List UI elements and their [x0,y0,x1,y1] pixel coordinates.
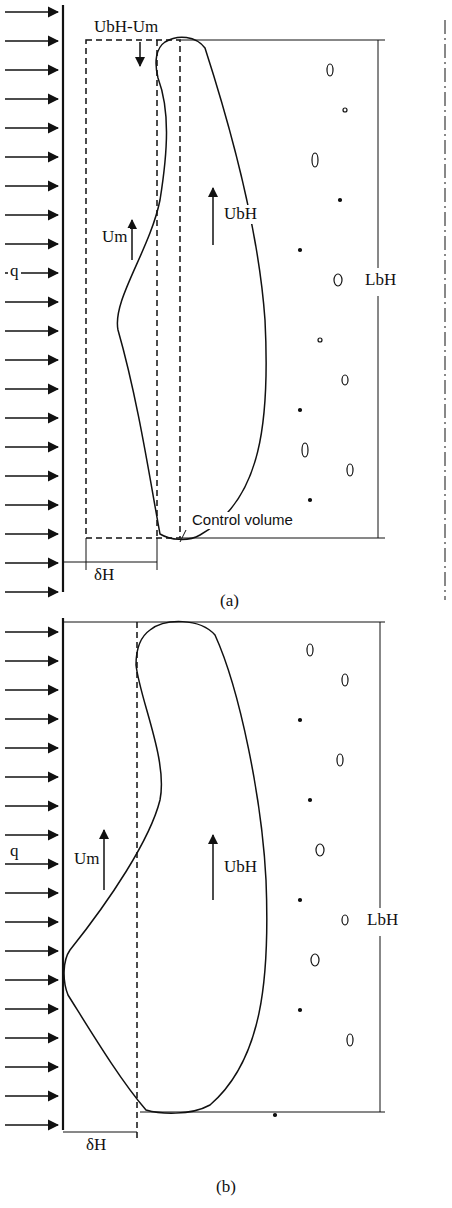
heat-flux-arrow [5,40,58,42]
velocity-label: UbH-Um [92,18,160,37]
bubble-outline [64,622,267,1114]
heat-flux-arrow [5,863,58,865]
heat-flux-arrow [5,301,58,303]
small-bubble [311,954,319,966]
heat-flux-arrow [5,446,58,448]
small-bubble [299,249,302,252]
leader-line [180,530,186,542]
callout-label: Control volume [190,512,295,529]
heat-flux-arrow [5,1124,58,1126]
heat-flux-arrow [5,359,58,361]
velocity-label: Um [100,228,130,247]
dimension-label: δH [92,566,116,585]
heat-flux-arrow [5,1095,58,1097]
small-bubble [299,1009,302,1012]
small-bubble [309,499,312,502]
heat-flux-arrow [5,834,58,836]
heat-flux-arrow [5,475,58,477]
velocity-label: Um [72,850,102,869]
heat-flux-arrow [5,504,58,506]
heat-flux-arrow [5,1066,58,1068]
small-bubble [299,409,302,412]
panel-label: (a) [218,592,241,611]
panel-label: (b) [214,1178,238,1197]
heat-flux-arrow [5,69,58,71]
small-bubble [342,915,348,925]
small-bubble [347,1034,353,1046]
heat-flux-arrow [5,156,58,158]
small-bubble [274,1114,277,1117]
heat-flux-arrow [5,214,58,216]
small-bubble [327,64,333,76]
dimension-label: LbH [365,911,400,930]
small-bubble [307,644,313,656]
heat-flux-arrow [5,660,58,662]
heat-flux-arrow [5,892,58,894]
heat-flux-arrow [5,533,58,535]
heat-flux-arrow [5,127,58,129]
heat-flux-label: q [8,842,21,861]
small-bubble [299,899,302,902]
small-bubble [347,464,353,476]
heat-flux-arrow [5,330,58,332]
heat-flux-arrow [5,417,58,419]
heat-flux-arrow [5,776,58,778]
dimension-label: LbH [363,271,398,290]
small-bubble [312,153,318,167]
small-bubble [337,754,343,766]
bubble-outline [117,37,266,539]
heat-flux-arrow [5,185,58,187]
heat-flux-arrow [5,388,58,390]
small-bubble [318,338,322,342]
heat-flux-arrow [5,1008,58,1010]
small-bubble [309,799,312,802]
heat-flux-arrow [5,747,58,749]
heat-flux-arrow [5,243,58,245]
small-bubble [316,844,324,856]
heat-flux-arrow [5,805,58,807]
heat-flux-arrow [5,631,58,633]
small-bubble [334,274,342,286]
heat-flux-arrow [5,98,58,100]
velocity-label: UbH [222,858,259,877]
heat-flux-arrow [5,921,58,923]
heat-flux-arrow [5,11,58,13]
small-bubble [302,443,308,457]
small-bubble [299,719,302,722]
small-bubble [343,108,347,112]
small-bubble [342,674,348,686]
dimension-label: δH [84,1136,108,1155]
heat-flux-arrow [5,979,58,981]
heat-flux-arrow [5,591,58,593]
wall [62,5,64,592]
velocity-label: UbH [222,205,259,224]
heat-flux-arrow [5,950,58,952]
small-bubble [339,199,342,202]
small-bubble [342,375,348,385]
heat-flux-arrow [5,562,58,564]
heat-flux-arrow [5,689,58,691]
heat-flux-arrow [5,718,58,720]
heat-flux-label: q [8,262,21,281]
heat-flux-arrow [5,1037,58,1039]
